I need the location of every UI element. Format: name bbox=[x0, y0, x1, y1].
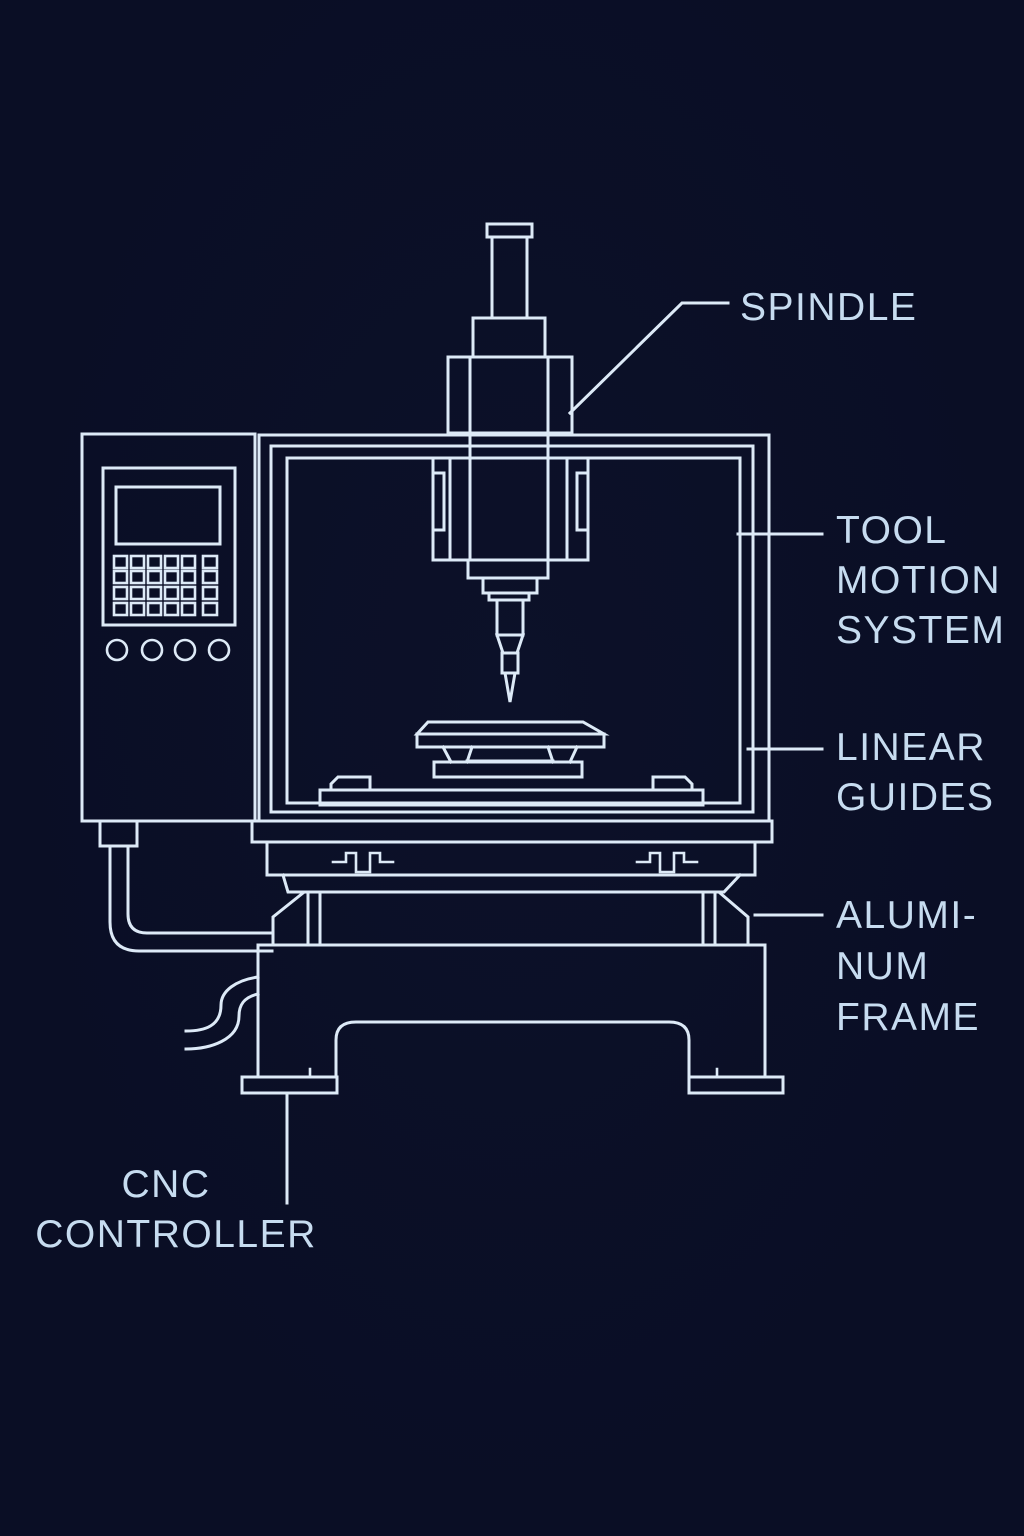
power-cable-lower bbox=[184, 992, 260, 1051]
cabinet-knob bbox=[140, 638, 164, 662]
label-cnc-controller-line1: CNC bbox=[122, 1163, 211, 1206]
table-pedestal bbox=[432, 760, 584, 779]
saddle bbox=[265, 840, 757, 877]
clamp-symbol-left bbox=[331, 851, 395, 874]
spindle-rail-tab-right bbox=[575, 471, 590, 532]
spindle-taper bbox=[494, 633, 526, 655]
keypad-button bbox=[163, 585, 180, 601]
keypad-button bbox=[112, 554, 129, 570]
spindle-shaft bbox=[495, 598, 525, 637]
cables bbox=[98, 819, 274, 1051]
tool-collet bbox=[500, 651, 520, 675]
keypad-button bbox=[180, 569, 197, 585]
keypad-button bbox=[146, 569, 163, 585]
frame-inner bbox=[285, 456, 742, 805]
bed-slab bbox=[318, 788, 705, 807]
spindle-block bbox=[471, 316, 547, 359]
support-posts bbox=[306, 890, 717, 947]
cabinet-knobs bbox=[105, 638, 231, 662]
keypad-button bbox=[201, 585, 219, 601]
cabinet-knob bbox=[207, 638, 231, 662]
keypad-button bbox=[201, 554, 219, 570]
label-cnc-controller-line2: CONTROLLER bbox=[35, 1213, 317, 1256]
label-linear-guides-line2: GUIDES bbox=[836, 776, 995, 819]
keypad-button bbox=[146, 601, 163, 617]
keypad-button bbox=[112, 601, 129, 617]
keypad-button bbox=[129, 601, 146, 617]
spindle-step-1 bbox=[466, 558, 550, 580]
work-table bbox=[318, 720, 705, 807]
base-foot-left bbox=[240, 1075, 339, 1095]
keypad-button bbox=[129, 585, 146, 601]
cabinet-body bbox=[80, 432, 257, 823]
base-foot-right bbox=[687, 1075, 785, 1095]
label-aluminum-frame-line3: FRAME bbox=[836, 996, 980, 1039]
table-slab bbox=[415, 732, 606, 749]
keypad-button bbox=[129, 554, 146, 570]
saddle-skirt bbox=[281, 872, 743, 894]
gusset-left bbox=[271, 890, 306, 947]
label-tool-motion-line2: MOTION bbox=[836, 559, 1001, 602]
keypad-button bbox=[201, 569, 219, 585]
keypad-button bbox=[180, 585, 197, 601]
cabinet-knob bbox=[173, 638, 197, 662]
label-linear-guides-line1: LINEAR bbox=[836, 726, 986, 769]
leader-lines bbox=[285, 301, 824, 1205]
label-tool-motion-line3: SYSTEM bbox=[836, 609, 1005, 652]
keypad-button bbox=[201, 601, 219, 617]
stage-slab bbox=[250, 819, 774, 844]
keypad-button bbox=[180, 601, 197, 617]
table-legs bbox=[440, 744, 579, 765]
spindle-cap bbox=[485, 222, 534, 239]
keypad-button bbox=[163, 554, 180, 570]
label-aluminum-frame-line2: NUM bbox=[836, 945, 929, 988]
bed-block-left bbox=[329, 775, 372, 792]
keypad-button bbox=[146, 585, 163, 601]
bed-block-right bbox=[651, 775, 694, 792]
keypad-button bbox=[146, 554, 163, 570]
base-body bbox=[256, 943, 767, 1079]
tool-bit-tip bbox=[503, 671, 517, 703]
clamp-symbol-right bbox=[635, 851, 699, 874]
spindle-housing-inner-ribs bbox=[448, 456, 569, 562]
conduit-inner bbox=[126, 844, 274, 935]
keypad-button bbox=[180, 554, 197, 570]
spindle-housing-upper bbox=[446, 355, 574, 435]
keypad-button bbox=[163, 569, 180, 585]
cabinet-knob bbox=[105, 638, 129, 662]
cabinet-screen bbox=[114, 485, 222, 546]
label-spindle: SPINDLE bbox=[740, 286, 917, 329]
label-tool-motion-line1: TOOL bbox=[836, 509, 947, 552]
keypad-button bbox=[163, 601, 180, 617]
spindle-column bbox=[490, 235, 529, 320]
cabinet-keypad bbox=[112, 554, 219, 617]
spindle-step-2 bbox=[481, 576, 539, 595]
spindle-housing-lower bbox=[431, 456, 590, 562]
keypad-button bbox=[112, 585, 129, 601]
keypad-button bbox=[112, 569, 129, 585]
machine-base bbox=[240, 890, 785, 1095]
label-aluminum-frame-line1: ALUMI- bbox=[836, 894, 977, 937]
power-cable-upper bbox=[184, 975, 260, 1033]
spindle-assembly bbox=[431, 222, 590, 703]
labels: SPINDLE TOOL MOTION SYSTEM LINEAR GUIDES… bbox=[35, 286, 1005, 1256]
base-tick-marks bbox=[308, 1067, 719, 1079]
conduit-outer bbox=[108, 844, 274, 953]
keypad-button bbox=[129, 569, 146, 585]
control-cabinet bbox=[80, 432, 257, 823]
frame-middle bbox=[269, 444, 755, 814]
cable-connector-box bbox=[98, 819, 139, 848]
gusset-right bbox=[717, 890, 750, 947]
linear-guide-stage bbox=[250, 819, 774, 894]
spindle-leader-line bbox=[567, 301, 730, 416]
cabinet-panel bbox=[101, 466, 237, 627]
spindle-rail-tab-left bbox=[431, 471, 446, 532]
table-top-face bbox=[413, 720, 610, 736]
